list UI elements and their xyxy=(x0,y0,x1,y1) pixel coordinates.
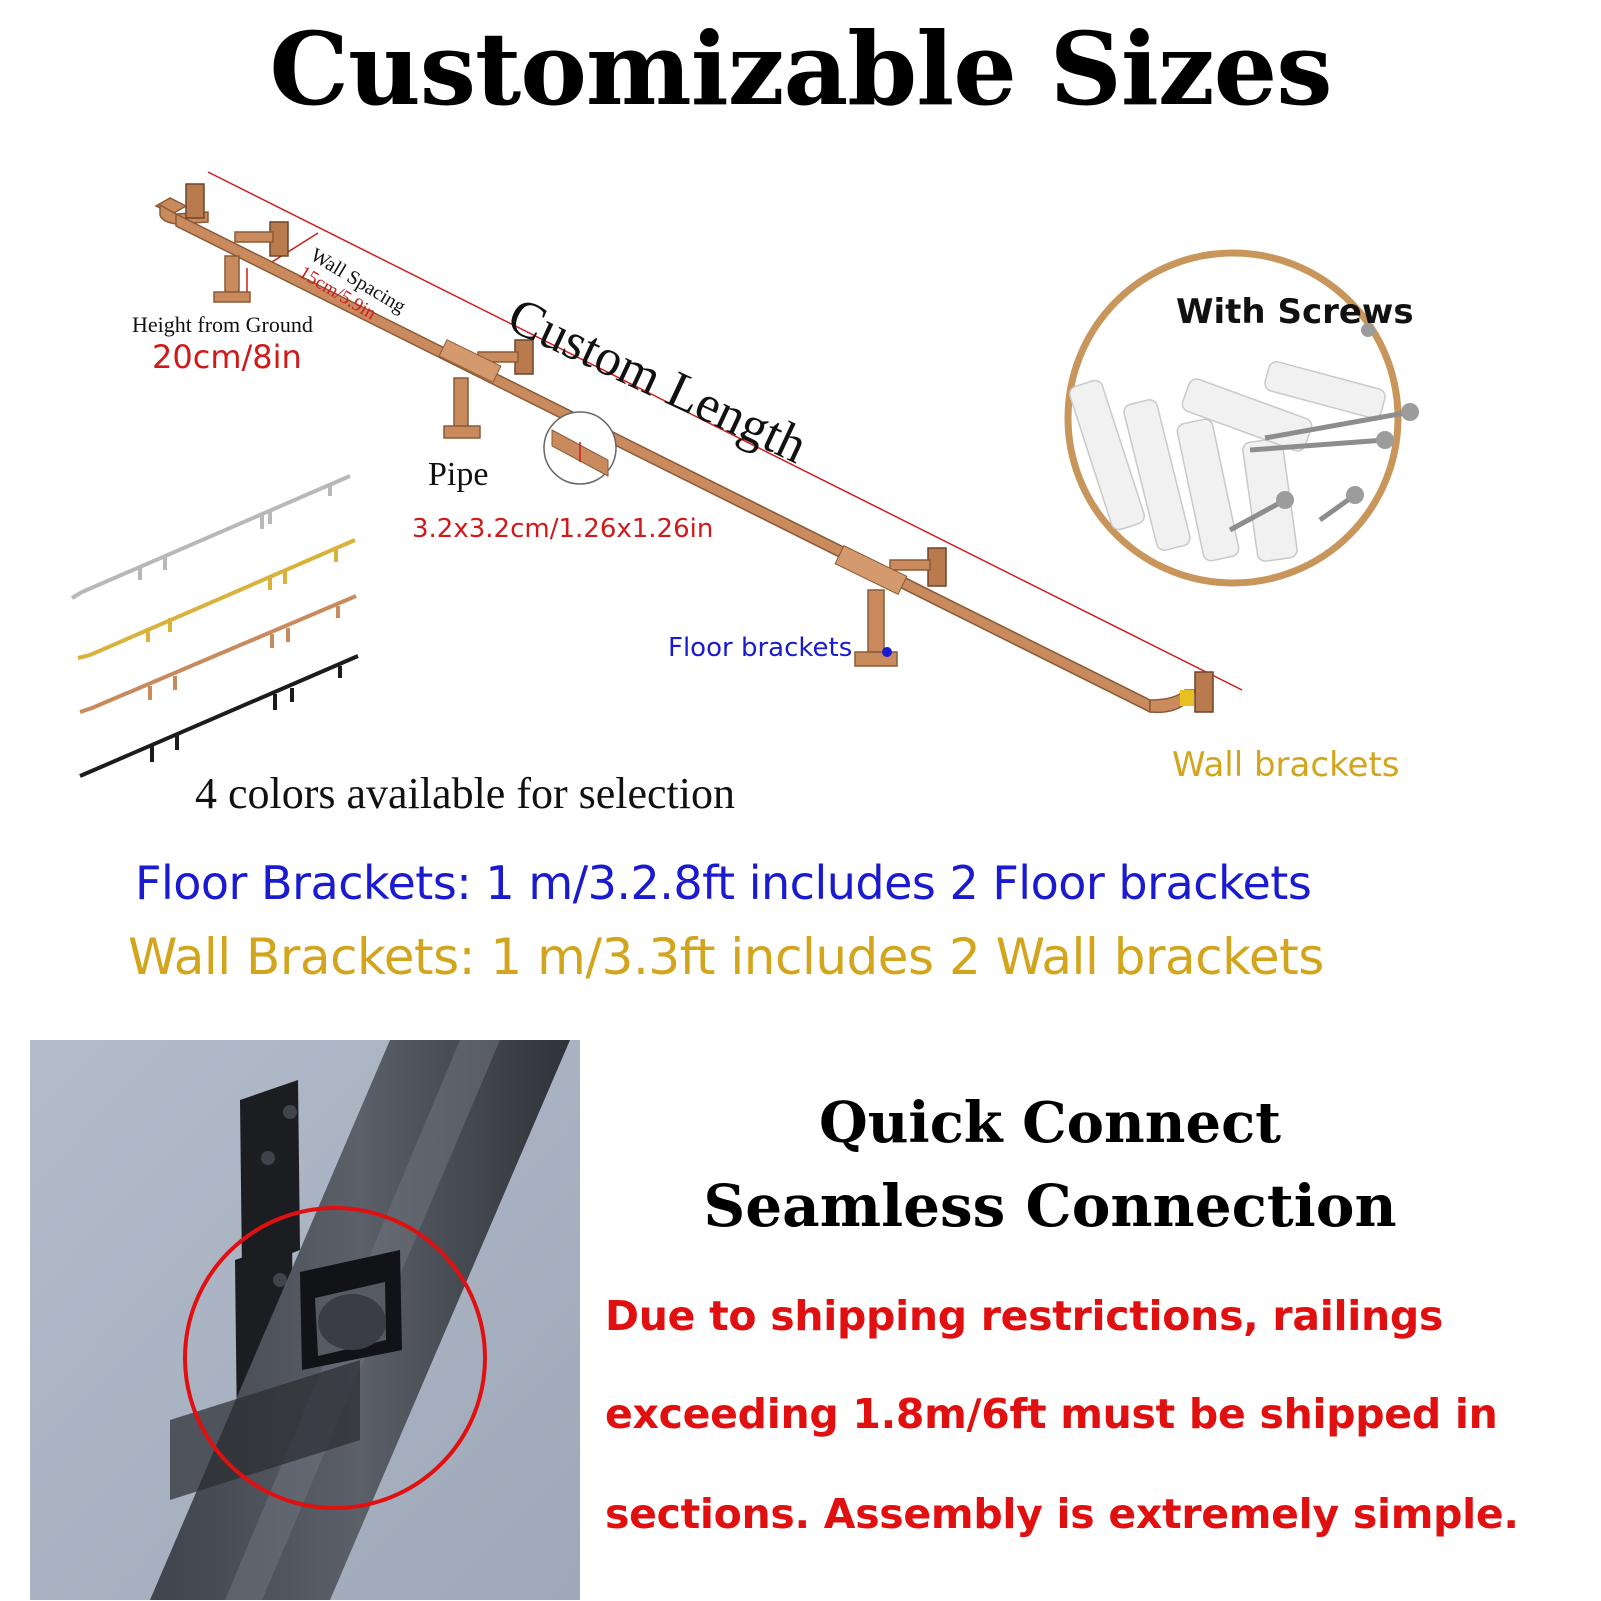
colors-label: 4 colors available for selection xyxy=(195,769,736,818)
floor-posts xyxy=(213,255,898,667)
height-value: 20cm/8in xyxy=(152,338,302,376)
connection-photo xyxy=(30,1040,580,1600)
wall-brackets-label: Wall brackets xyxy=(1172,745,1400,785)
wall-bracket-plates xyxy=(185,183,1214,713)
page-title: Customizable Sizes xyxy=(269,10,1332,128)
thumbnail-black xyxy=(79,654,359,778)
floor-brackets-label: Floor brackets xyxy=(668,633,853,663)
shipping-notice-line-3: sections. Assembly is extremely simple. xyxy=(605,1490,1519,1538)
screws-title: With Screws xyxy=(1176,292,1414,332)
quick-connect-heading: Quick Connect xyxy=(818,1090,1282,1156)
color-thumbnails xyxy=(70,474,359,778)
screws-image xyxy=(1064,249,1419,587)
railing-diagram xyxy=(70,171,1419,778)
wall-brackets-spec: Wall Brackets: 1 m/3.3ft includes 2 Wall… xyxy=(128,928,1324,986)
pipe-label: Pipe xyxy=(428,456,489,493)
thumbnail-silver xyxy=(70,474,351,600)
floor-bracket-marker xyxy=(882,647,892,657)
main-rail xyxy=(154,197,1197,714)
pipe-value: 3.2x3.2cm/1.26x1.26in xyxy=(412,514,714,544)
floor-brackets-spec: Floor Brackets: 1 m/3.2.8ft includes 2 F… xyxy=(135,856,1312,910)
wall-spacing-dimension-line xyxy=(271,232,319,263)
seamless-connection-heading: Seamless Connection xyxy=(703,1172,1397,1240)
highlight-circle xyxy=(183,1206,487,1510)
thumbnail-copper xyxy=(79,594,357,714)
custom-length-dimension-line xyxy=(207,171,1243,691)
shipping-notice-line-1: Due to shipping restrictions, railings xyxy=(605,1292,1444,1340)
height-label: Height from Ground xyxy=(132,312,313,337)
thumbnail-gold xyxy=(77,538,356,660)
shipping-notice-line-2: exceeding 1.8m/6ft must be shipped in xyxy=(605,1390,1498,1438)
